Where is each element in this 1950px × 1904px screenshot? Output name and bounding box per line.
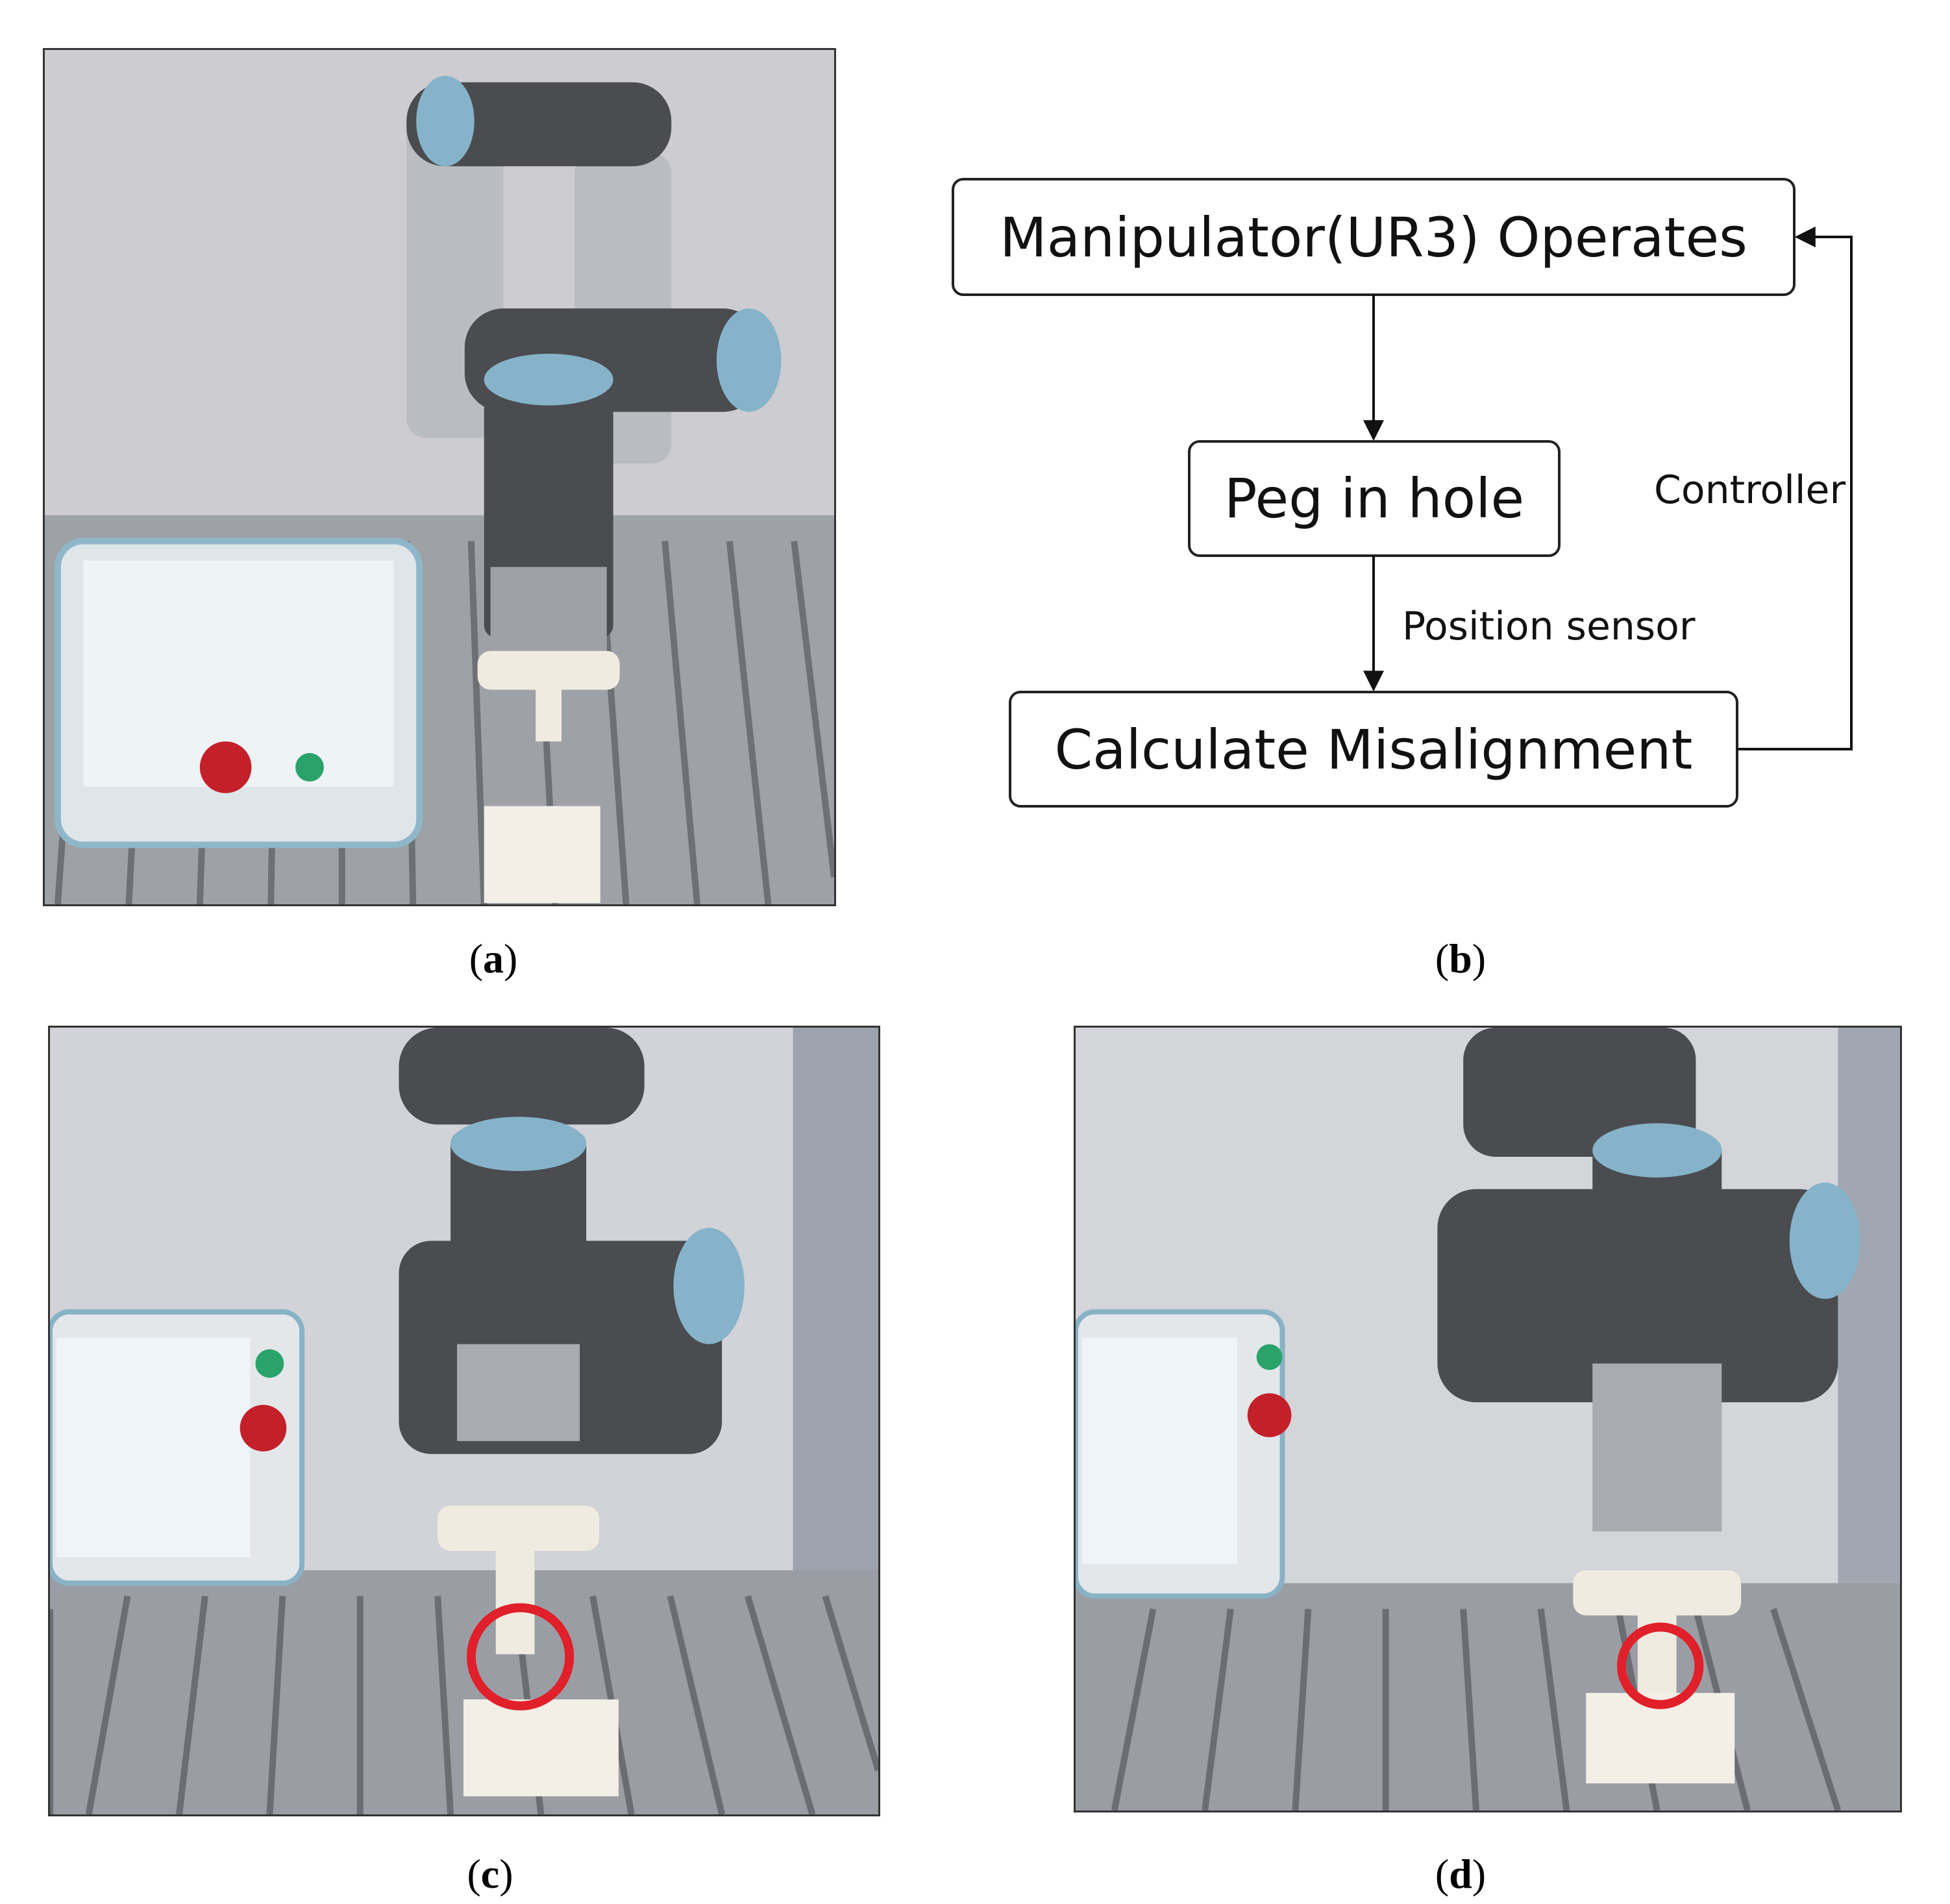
edge-label-position-sensor: Position sensor — [1402, 604, 1696, 649]
flow-diagram: Manipulator(UR3) Operates Peg in hole Ca… — [909, 156, 1882, 844]
photo-robot-setup — [43, 48, 836, 906]
highlight-circle-c — [466, 1603, 574, 1711]
photo-robot-setup-illustration — [45, 50, 834, 904]
photo-peg-misaligned — [48, 1026, 880, 1816]
caption-b: (b) — [1435, 935, 1487, 982]
photo-peg-inserted-illustration — [1076, 1028, 1900, 1811]
photo-peg-inserted — [1074, 1026, 1902, 1812]
edge-label-controller: Controller — [1654, 467, 1845, 513]
caption-a: (a) — [469, 935, 518, 982]
node-calc-label: Calculate Misalignment — [1055, 718, 1693, 782]
caption-d: (d) — [1435, 1851, 1487, 1897]
node-manipulator-label: Manipulator(UR3) Operates — [1000, 206, 1747, 269]
node-peg-label: Peg in hole — [1224, 467, 1524, 530]
arrow-feedback-controller — [1737, 227, 1853, 750]
photo-peg-misaligned-illustration — [50, 1028, 878, 1814]
highlight-circle-d — [1617, 1622, 1704, 1709]
caption-c: (c) — [467, 1851, 513, 1897]
flow-diagram-svg: Manipulator(UR3) Operates Peg in hole Ca… — [952, 178, 1853, 808]
